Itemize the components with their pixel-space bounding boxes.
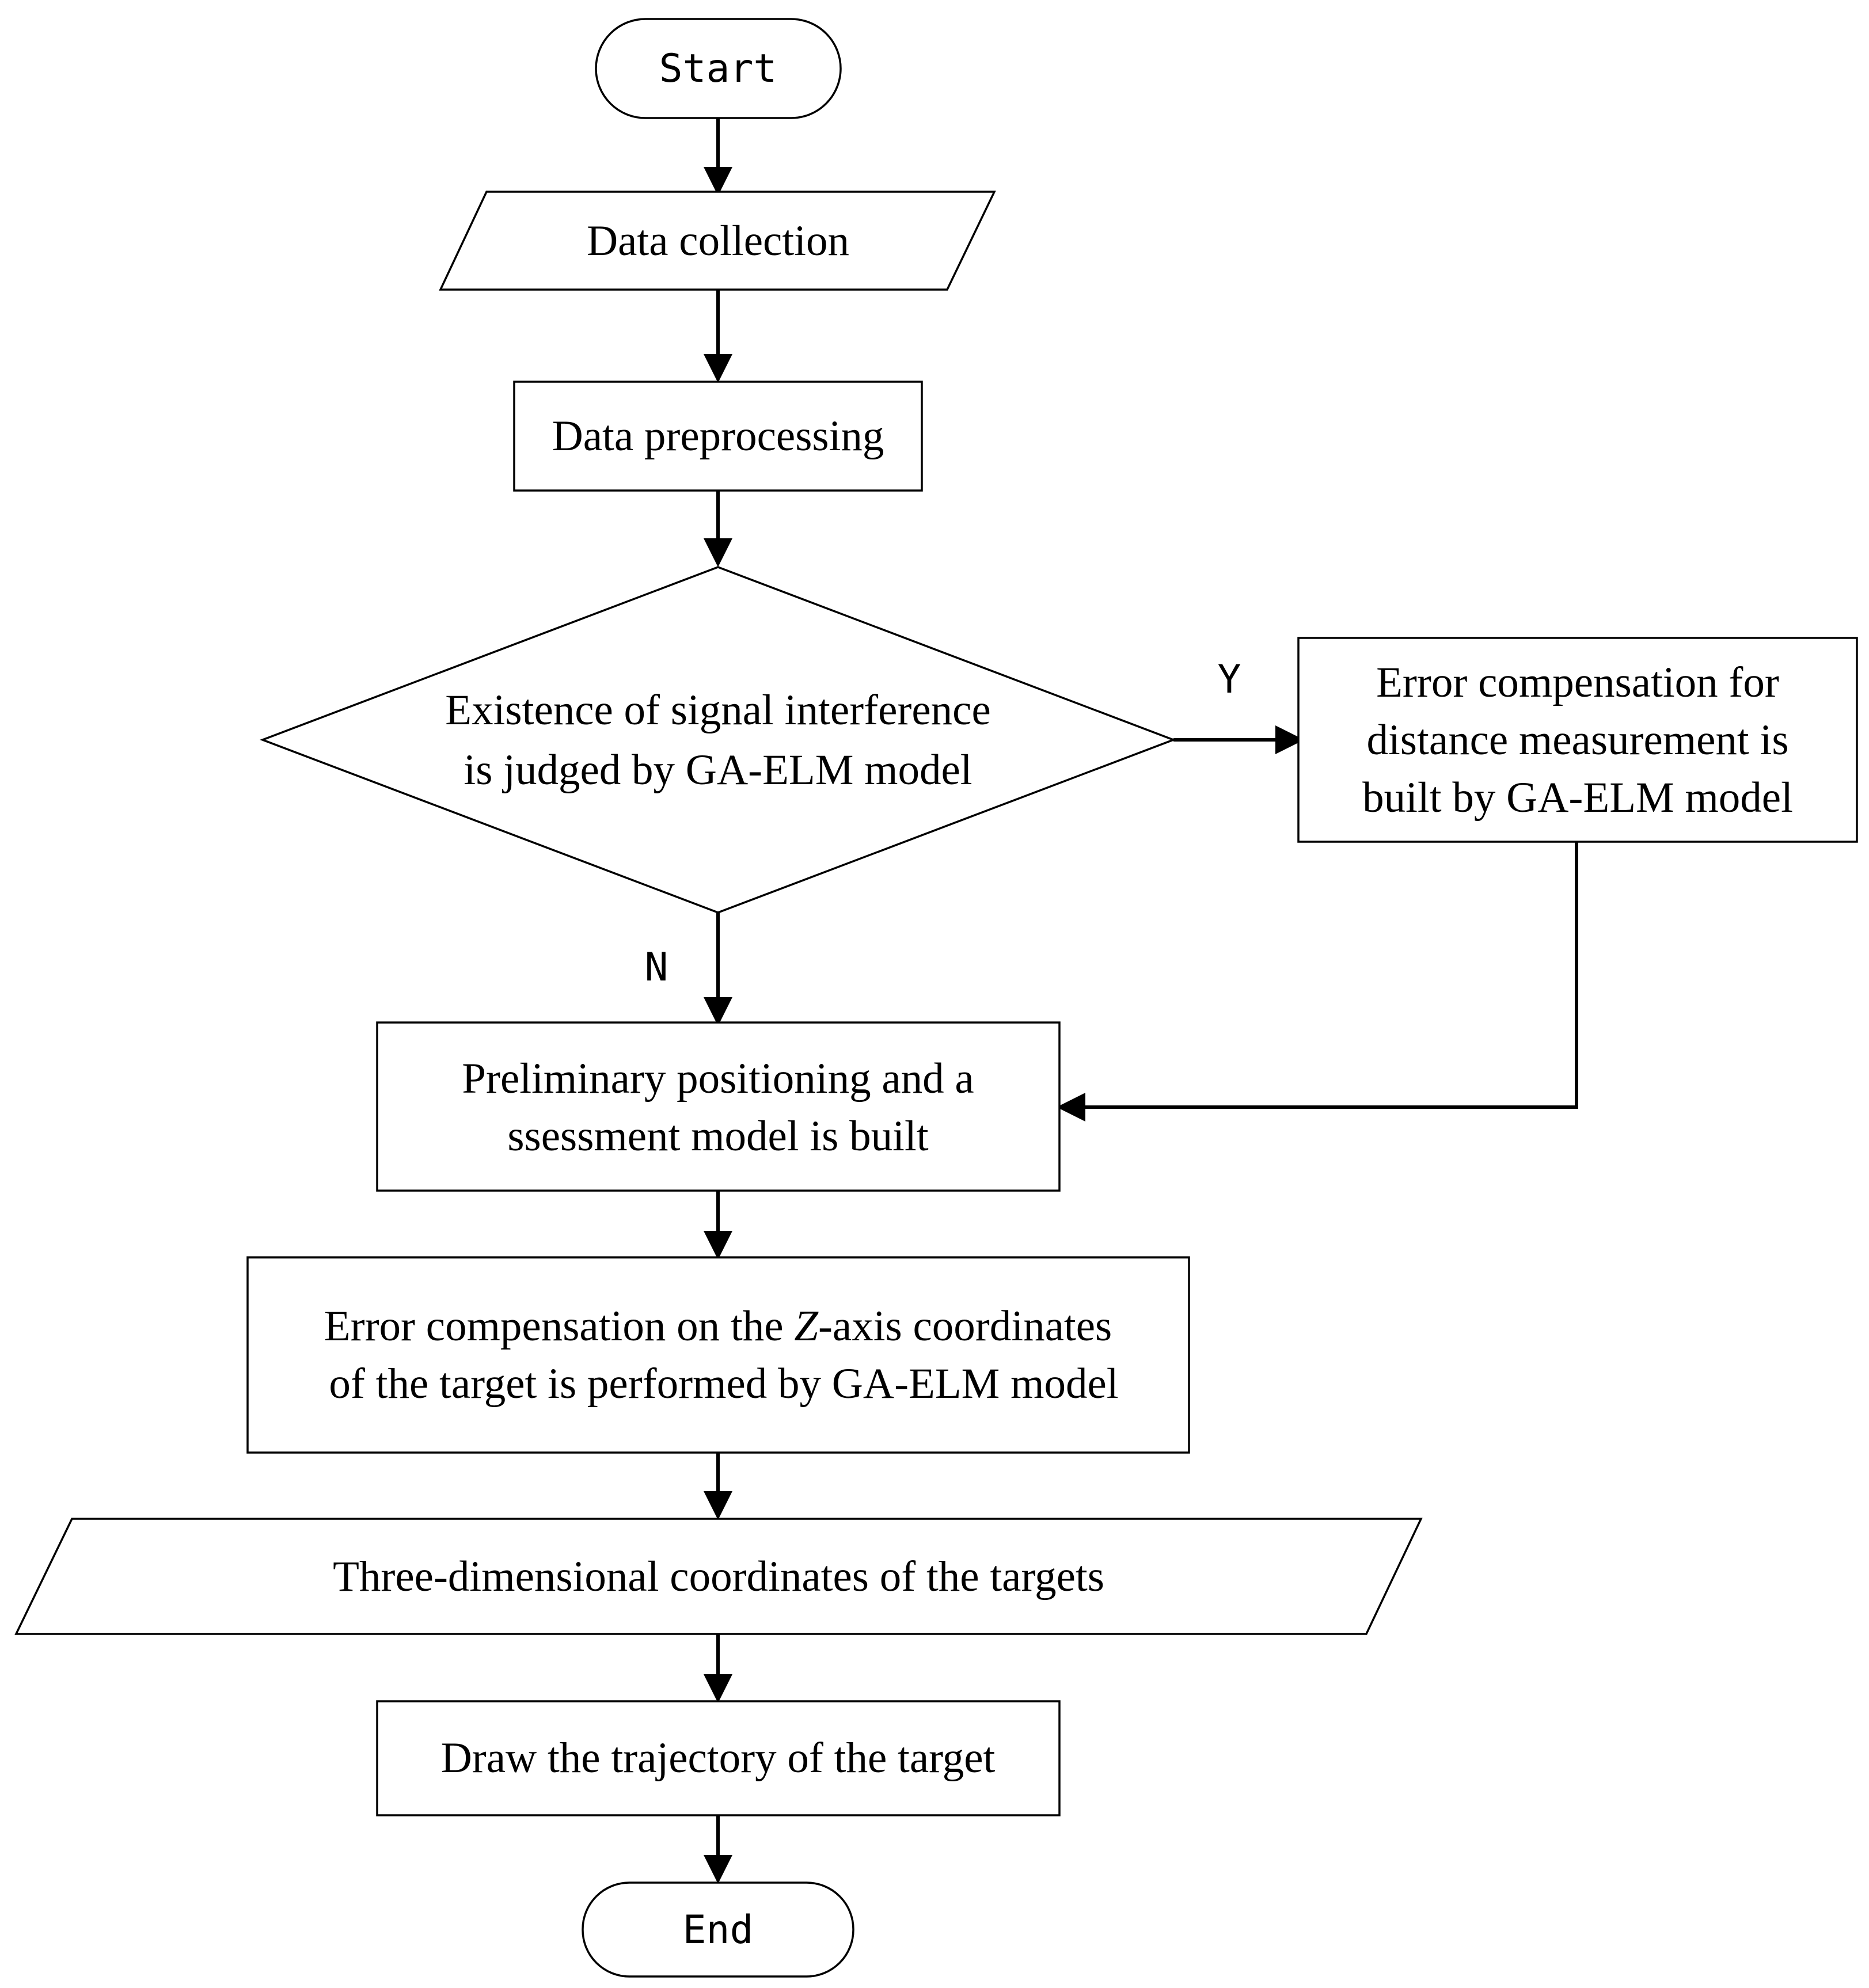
arrowhead <box>1057 1093 1085 1122</box>
trajectory-node: Draw the trajectory of the target <box>376 1700 1061 1816</box>
error-distance-line-2: distance measurement is <box>1366 716 1788 764</box>
start-node: Start <box>595 18 842 119</box>
arrowhead <box>704 1855 732 1884</box>
coordinates-label: Three-dimensional coordinates of the tar… <box>333 1553 1104 1601</box>
data-collection-node: Data collection <box>439 191 996 291</box>
decision-line-2: is judged by GA-ELM model <box>464 746 972 794</box>
error-z-line-1-after: -axis coordinates <box>818 1302 1112 1350</box>
arrowhead <box>704 997 732 1026</box>
end-label: End <box>683 1907 754 1953</box>
arrowhead <box>704 167 732 196</box>
error-z-line-1: Error compensation on the Z-axis coordin… <box>324 1302 1112 1350</box>
decision-node: Existence of signal interference is judg… <box>260 566 1176 914</box>
coordinates-node: Three-dimensional coordinates of the tar… <box>14 1518 1423 1635</box>
error-distance-node: Error compensation for distance measurem… <box>1297 637 1858 843</box>
preliminary-node: Preliminary positioning and a ssessment … <box>376 1021 1061 1192</box>
error-z-line-1-before: Error compensation on the <box>324 1302 794 1350</box>
data-collection-label: Data collection <box>587 217 849 265</box>
arrowhead <box>704 1491 732 1520</box>
start-label: Start <box>659 46 777 92</box>
preprocessing-label: Data preprocessing <box>552 412 884 460</box>
edge-error-distance-to-preliminary <box>1080 842 1578 1109</box>
arrowhead <box>704 1231 732 1260</box>
error-z-line-2: of the target is performed by GA-ELM mod… <box>329 1360 1118 1408</box>
end-node: End <box>582 1881 854 1978</box>
trajectory-label: Draw the trajectory of the target <box>441 1734 996 1782</box>
preliminary-line-1: Preliminary positioning and a <box>462 1055 974 1103</box>
error-distance-line-3: built by GA-ELM model <box>1362 774 1793 822</box>
arrowhead <box>704 538 732 567</box>
preprocessing-node: Data preprocessing <box>513 381 923 492</box>
arrowhead <box>1275 725 1304 754</box>
preliminary-line-2: ssessment model is built <box>507 1112 928 1160</box>
error-z-axis-letter: Z <box>794 1302 819 1350</box>
yes-label: Y <box>1218 657 1241 702</box>
arrowhead <box>704 1674 732 1703</box>
arrowhead <box>704 354 732 383</box>
error-distance-line-1: Error compensation for <box>1376 659 1779 706</box>
decision-line-1: Existence of signal interference <box>445 686 990 734</box>
error-z-node: Error compensation on the Z-axis coordin… <box>246 1256 1190 1454</box>
no-label: N <box>645 945 668 990</box>
edges: Y N <box>645 118 1578 1884</box>
